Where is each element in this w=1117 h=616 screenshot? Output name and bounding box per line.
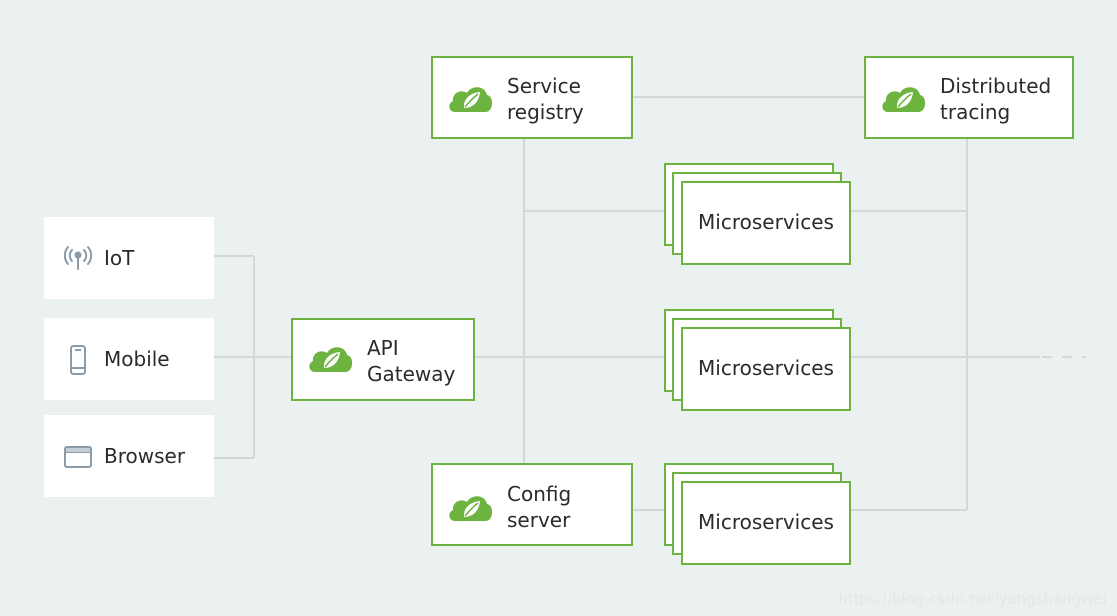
- microservices-label: Microservices: [698, 356, 834, 380]
- browser-window-icon: [64, 446, 92, 468]
- spring-leaf-icon: [449, 496, 493, 521]
- node-label-line1: Distributed: [940, 74, 1052, 98]
- microservices-label: Microservices: [698, 510, 834, 534]
- node-label-line1: Config: [507, 482, 572, 506]
- service-registry-node: Service registry: [431, 56, 633, 139]
- spring-leaf-icon: [449, 87, 493, 112]
- node-label: Config server: [507, 481, 571, 533]
- node-label: Distributed tracing: [940, 73, 1051, 125]
- config-server-node: Config server: [431, 463, 633, 546]
- spring-leaf-icon: [882, 87, 926, 112]
- client-iot: IoT: [44, 217, 214, 299]
- watermark-text: https://blog.csdn.net/yangshangwei: [838, 590, 1107, 608]
- client-label: Browser: [104, 444, 186, 468]
- microservices-node: [681, 327, 851, 411]
- node-label: Service registry: [507, 73, 584, 125]
- node-label-line2: registry: [507, 100, 584, 124]
- node-label-line1: Service: [507, 74, 581, 98]
- microservices-node: [681, 481, 851, 565]
- distributed-tracing-node: Distributed tracing: [864, 56, 1074, 139]
- client-label: IoT: [104, 246, 135, 270]
- client-mobile: Mobile: [44, 318, 214, 400]
- spring-leaf-icon: [309, 347, 353, 372]
- api-gateway-node: API Gateway: [291, 318, 475, 401]
- node-label-line2: server: [507, 508, 571, 532]
- microservices-label: Microservices: [698, 210, 834, 234]
- antenna-icon: [63, 246, 93, 270]
- node-label-line1: API: [367, 336, 399, 360]
- microservices-node: [681, 181, 851, 265]
- client-browser: Browser: [44, 415, 214, 497]
- client-label: Mobile: [104, 347, 170, 371]
- node-label: API Gateway: [367, 335, 455, 387]
- node-label-line2: tracing: [940, 100, 1011, 124]
- mobile-phone-icon: [70, 345, 86, 375]
- node-label-line2: Gateway: [367, 362, 456, 386]
